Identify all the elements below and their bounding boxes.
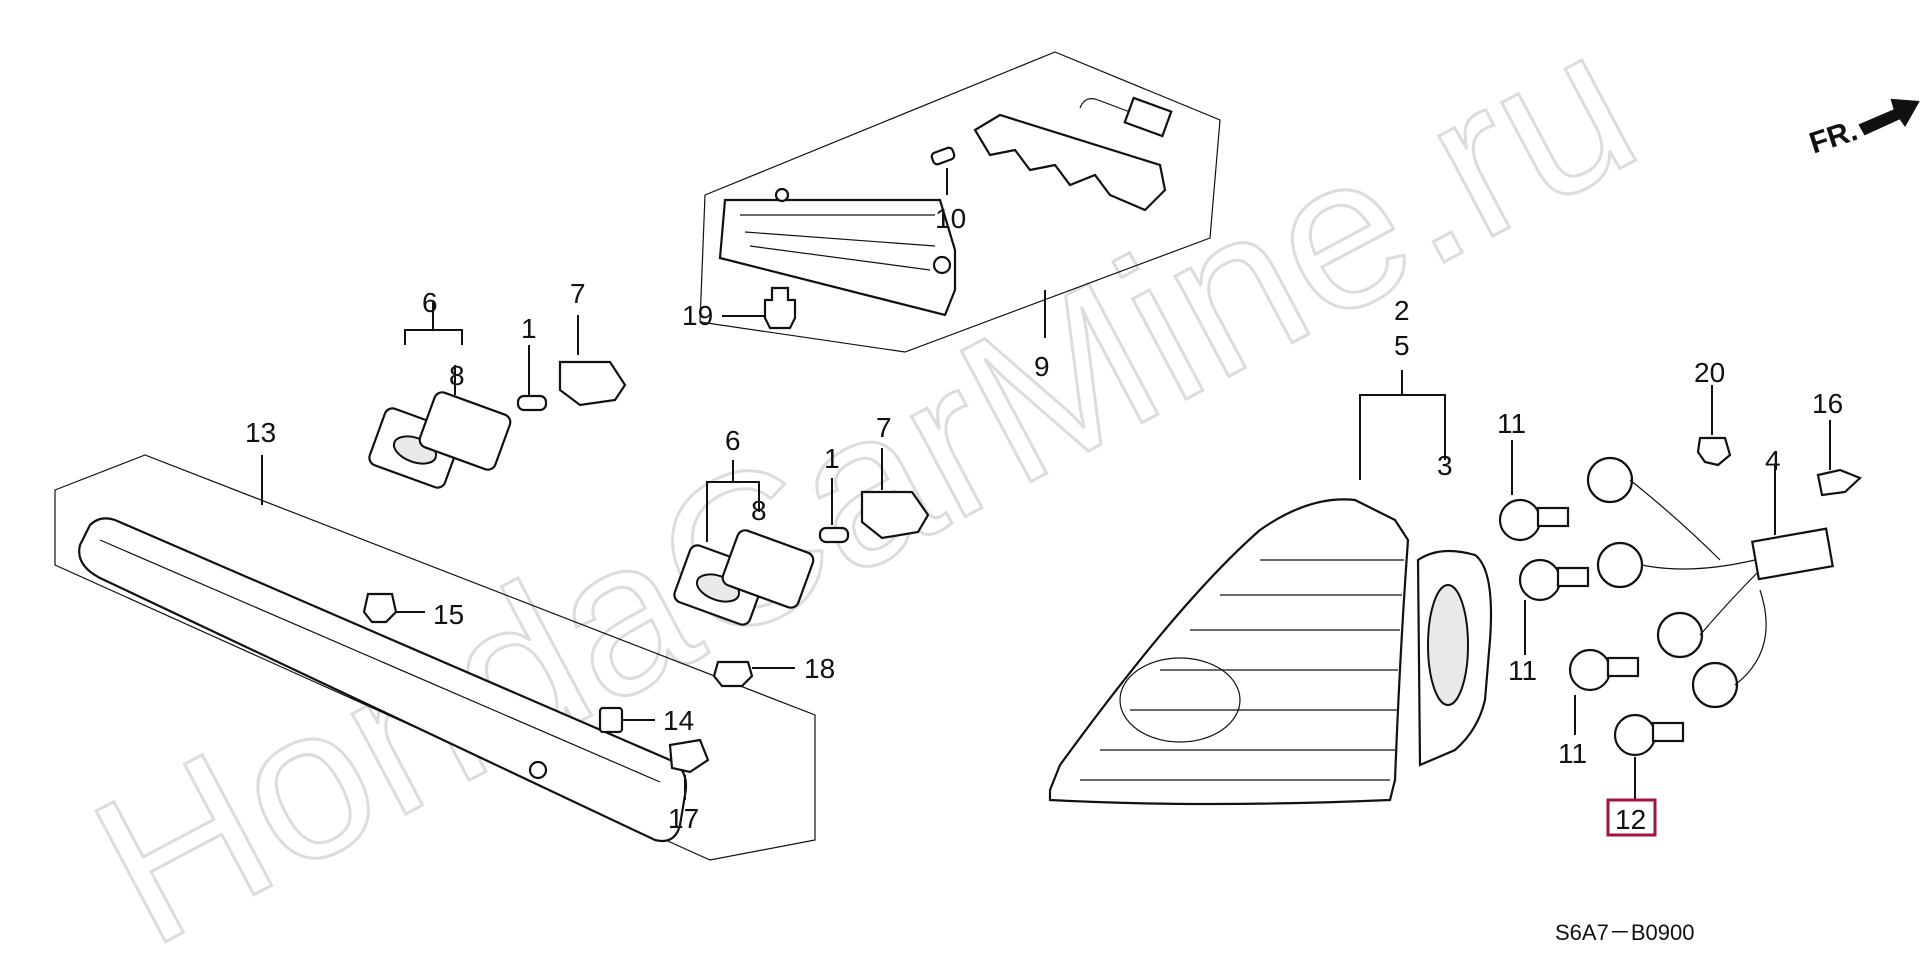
bulb-1-lower [818,526,850,544]
bolt-18 [712,660,754,688]
callout-16: 16 [1812,388,1843,419]
callout-labels: 6 8 1 7 6 8 1 7 10 19 9 13 15 14 17 18 2… [245,203,1843,835]
harness-connector-4 [1750,527,1834,581]
callout-19: 19 [682,300,713,331]
callout-7-upper: 7 [570,278,586,309]
bulb-10 [930,146,956,166]
wire-harness [1629,479,1767,686]
callout-1-lower: 1 [824,443,840,474]
bulb-11-c [1568,648,1612,692]
license-light-lower [673,448,930,626]
callout-6-upper: 6 [422,287,438,318]
license-gasket-upper [418,391,512,471]
grommet-20 [1696,436,1732,467]
front-direction-label: FR. [1805,114,1861,160]
bulb-holder-strip [973,113,1167,212]
brake-light-connector [1123,96,1173,138]
callout-10: 10 [935,203,966,234]
bulb-12 [1613,713,1657,757]
callout-9: 9 [1034,351,1050,382]
socket-7-lower [860,490,930,540]
diagram-code: S6A7－B0900 [1555,920,1694,945]
callout-14: 14 [663,705,694,736]
callout-3: 3 [1437,450,1453,481]
callout-8-lower: 8 [751,495,767,526]
clip-17 [668,738,710,774]
callout-18: 18 [804,653,835,684]
harness-group [1498,385,1863,837]
socket-d [1691,661,1739,709]
callout-11-b: 11 [1508,655,1537,686]
group-9-outline [699,51,1221,353]
callout-7-lower: 7 [876,412,892,443]
group-13-outline [54,454,816,861]
callout-11-c: 11 [1558,738,1587,769]
nut-14 [598,706,624,734]
front-direction-indicator: FR. [1805,98,1920,160]
front-arrow-icon [1858,98,1920,136]
callout-13: 13 [245,417,276,448]
callout-11-a: 11 [1497,408,1526,439]
callout-12: 12 [1615,804,1646,835]
callout-20: 20 [1694,357,1725,388]
taillight-group [1048,370,1493,806]
callout-2: 2 [1394,295,1410,326]
callout-4: 4 [1765,445,1781,476]
callout-5: 5 [1394,330,1410,361]
bolt-19 [763,286,797,330]
clip-16 [1816,468,1863,497]
high-mount-brake-light-group [699,51,1221,353]
trunk-garnish-group [54,454,816,861]
callout-17: 17 [668,803,699,834]
callout-15: 15 [433,599,464,630]
license-gasket-lower [721,529,815,609]
bulb-11-b [1518,558,1562,602]
bulb-11-a [1498,498,1542,542]
bulb-1-upper [516,394,548,412]
watermark-text: HondaCarMine.ru [58,0,1669,960]
license-light-upper [368,300,627,489]
highlight-box-12 [1606,798,1657,837]
socket-a [1586,456,1634,504]
clip-15 [362,592,398,624]
trunk-garnish [78,517,688,843]
callout-1-upper: 1 [521,313,537,344]
taillight-lens [1048,498,1410,806]
socket-c [1656,611,1704,659]
socket-b [1596,541,1644,589]
callout-6-lower: 6 [725,425,741,456]
socket-7-upper [558,360,627,407]
callout-8-upper: 8 [449,360,465,391]
